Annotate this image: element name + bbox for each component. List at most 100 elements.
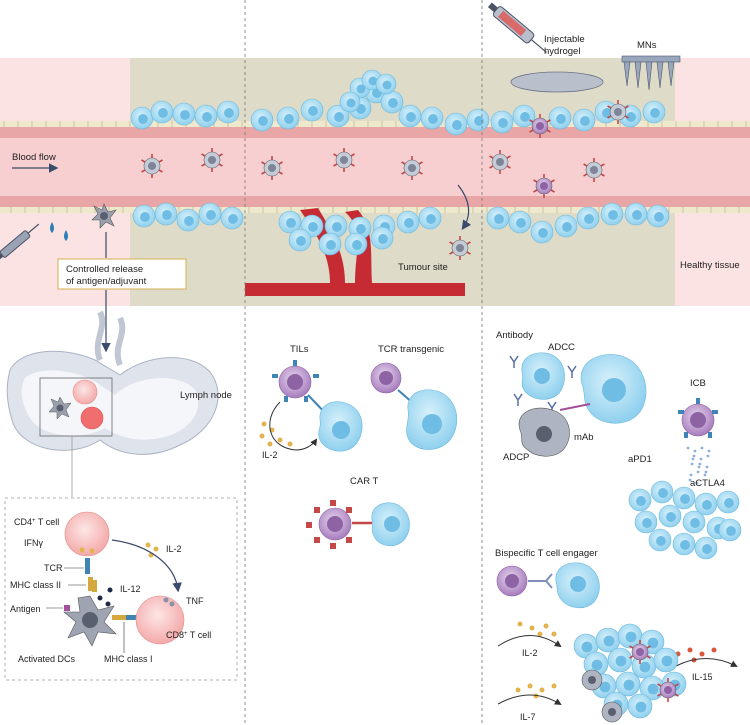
tumour-cell [554,214,578,238]
tumour-cell [444,112,468,136]
il7-arrow [497,694,562,706]
mns-label: MNs [637,40,657,51]
il2-tils-dots [259,421,293,447]
bispecific-label: Bispecific T cell engager [495,548,598,559]
icb-tumour-cell [718,518,742,542]
tumour-cell [150,100,174,124]
antigen-marker [64,605,70,611]
tumour-site-label: Tumour site [398,262,448,273]
bottom-tumour-cell [595,627,621,653]
icb-tumour-cell [694,536,718,560]
icb-t-cell [681,403,715,437]
icb-tumour-cell [716,490,740,514]
tumour-cell [380,90,404,114]
activated-dc [63,595,117,647]
cd8-t-cell [135,595,185,645]
icb-tumour-cell [658,504,682,528]
bottom-dc [601,701,623,723]
car-t-target-tumour [371,502,410,547]
icb-antibody-spray [686,446,711,485]
blood-t-cell [201,148,223,172]
activated-dcs-label: Activated DCs [18,654,76,664]
controlled-release-line2: of antigen/adjuvant [66,276,147,287]
blood-t-cell [607,100,629,124]
bottom-tumour-cell [627,693,653,719]
icb-tumour-cell [634,510,658,534]
tcr-transgenic-target-tumour [406,389,458,450]
lymph-node-label: Lymph node [180,390,232,401]
il2-label: IL-2 [166,544,182,554]
tcr-mhc-complex [85,558,97,592]
cd4-t-cell [64,511,110,557]
tumour-cell [398,104,422,128]
tcr-transgenic-label: TCR transgenic [378,344,444,355]
tumour-cell [646,204,670,228]
adcc-label: ADCC [548,342,575,353]
icb-antibody-dot [705,465,709,469]
bottom-tumour-cell [615,671,641,697]
tumour-cell [548,106,572,130]
tumour-cell [642,100,666,124]
icb-tumour-cell [682,510,706,534]
icb-label: ICB [690,378,706,389]
tumour-cell [624,202,648,226]
tumour-cell [344,232,368,256]
tumour-cell [512,104,536,128]
tnf-label: TNF [186,596,204,606]
tcr-label: TCR [44,563,63,573]
tumour-cell [250,108,274,132]
tumour-cell [576,206,600,230]
bottom-tumour-cell [653,647,679,673]
bispecific-t-cell [496,565,528,597]
icb-antibody-dot [707,449,711,453]
blood-t-cell [333,148,355,172]
antibody-label: Antibody [496,330,533,341]
tumour-cell [130,106,154,130]
icb-antibody-dot [700,446,704,450]
il2-bottom-label: IL-2 [522,648,538,658]
tumour-cell [172,102,196,126]
blood-t-cell [657,678,679,702]
tumour-cell [490,110,514,134]
icb-antibody-dot [703,473,707,477]
blood-flow-label: Blood flow [12,152,56,163]
icb-antibody-dot [693,449,697,453]
tumour-cell [572,108,596,132]
car-t-cell [318,507,352,541]
icb-tumour-cell [628,488,652,512]
tumour-cell [370,226,394,250]
til-receptors [272,360,319,402]
tumour-cell [300,98,324,122]
lymph-node-zoom-box [4,497,238,681]
icb-tumour-cell [672,532,696,556]
injectable-syringe-icon [487,2,547,53]
tumour-cell [418,206,442,230]
bottom-dc [581,669,603,691]
blood-t-cell [449,236,471,260]
tumour-cell [420,106,444,130]
tumour-infiltration-arrow [457,184,472,230]
bottom-tumour-cell [639,675,665,701]
controlled-release-line1: Controlled release [66,264,143,275]
tcr-transgenic-cell [370,362,402,394]
mab-label: mAb [574,432,594,443]
icb-receptors [678,398,718,438]
tumour-cell [154,202,178,226]
icb-antibody-dot [689,473,693,477]
cd8-label: CD8+ T cell [166,630,211,640]
bottom-tumour-cluster [573,623,687,723]
il7-dots [515,683,557,699]
drop-icon [64,230,68,241]
blood-t-cell [141,154,163,178]
blood-t-cell [261,156,283,180]
syringe-icon [0,223,40,261]
il7-label: IL-7 [520,712,536,722]
tils-label: TILs [290,344,309,355]
bottom-tumour-cell [607,647,633,673]
icb-antibody-dot [686,446,690,450]
icb-antibody-dot [692,454,696,458]
il2-bottom-dots [517,621,557,637]
icb-antibody-dot [697,465,701,469]
icb-antibody-dot [698,462,702,466]
